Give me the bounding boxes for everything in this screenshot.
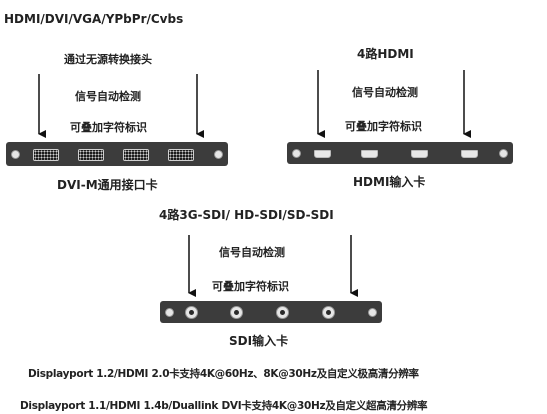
hdmi-card-image <box>287 142 513 164</box>
hdmi-card-name: HDMI输入卡 <box>353 175 426 189</box>
dvi-port-icon <box>78 149 104 161</box>
screw-icon <box>214 149 223 159</box>
sdi-label-osd: 可叠加字符标识 <box>212 280 289 293</box>
footer-note-dp12: Displayport 1.2/HDMI 2.0卡支持4K@60Hz、8K@30… <box>28 368 419 380</box>
input-types-title: HDMI/DVI/VGA/YPbPr/Cvbs <box>4 12 184 26</box>
hdmi-port-icon <box>411 150 428 158</box>
dvi-label-auto-detect: 信号自动检测 <box>75 90 141 103</box>
hdmi-port-icon <box>461 150 478 158</box>
screw-icon <box>499 148 508 158</box>
sdi-card-image <box>160 301 382 323</box>
screw-icon <box>165 307 174 317</box>
dvi-card-name: DVI-M通用接口卡 <box>57 178 158 192</box>
sdi-title: 4路3G-SDI/ HD-SDI/SD-SDI <box>159 208 334 222</box>
screw-icon <box>368 307 377 317</box>
screw-icon <box>11 149 20 159</box>
bnc-port-icon <box>185 305 198 319</box>
sdi-label-auto-detect: 信号自动检测 <box>219 246 285 259</box>
sdi-card-name: SDI输入卡 <box>229 334 289 348</box>
hdmi-port-icon <box>361 150 378 158</box>
bnc-port-icon <box>276 305 289 319</box>
dvi-port-icon <box>168 149 194 161</box>
dvi-label-osd: 可叠加字符标识 <box>70 121 147 134</box>
hdmi-label-osd: 可叠加字符标识 <box>345 120 422 133</box>
bnc-port-icon <box>230 305 243 319</box>
hdmi-port-icon <box>314 150 331 158</box>
hdmi-title: 4路HDMI <box>357 47 414 61</box>
dvi-port-icon <box>33 149 59 161</box>
screw-icon <box>292 148 301 158</box>
footer-note-dp11: Displayport 1.1/HDMI 1.4b/Duallink DVI卡支… <box>20 400 428 412</box>
bnc-port-icon <box>322 305 335 319</box>
hdmi-label-auto-detect: 信号自动检测 <box>352 86 418 99</box>
dvi-label-adapter: 通过无源转换接头 <box>64 53 152 66</box>
dvi-port-icon <box>123 149 149 161</box>
dvi-card-image <box>6 142 228 166</box>
